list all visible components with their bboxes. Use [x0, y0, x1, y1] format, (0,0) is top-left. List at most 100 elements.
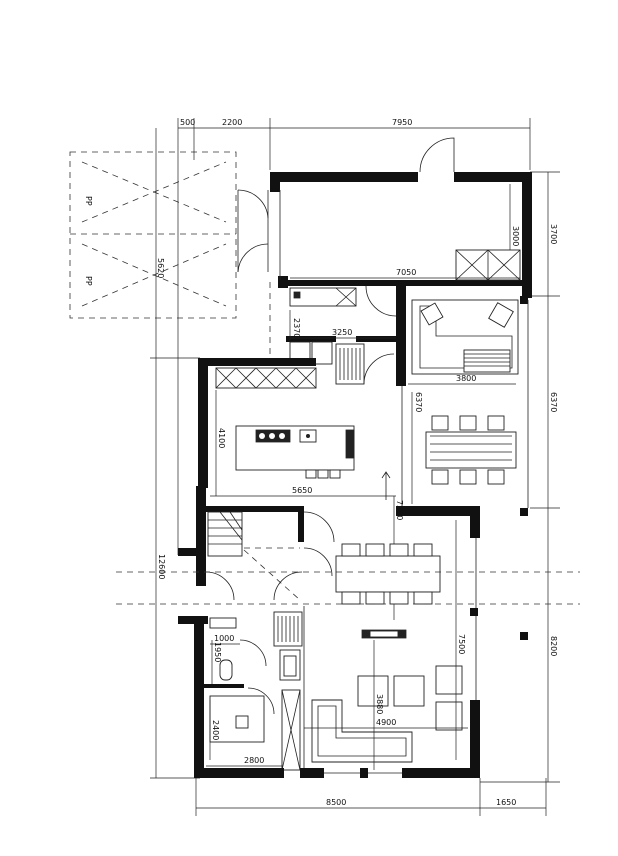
window-mullion: [360, 768, 368, 778]
lower-chair-b3: [389, 591, 409, 605]
sitting-wall-bottom: [396, 506, 480, 516]
ottoman-1: [357, 675, 389, 707]
island-end: [345, 429, 355, 459]
dim-living-3800: 3800: [456, 374, 476, 383]
dining-chair-b3: [487, 469, 505, 485]
fireplace-opening: [369, 630, 399, 638]
hall-door-swing-3: [205, 571, 235, 601]
hall-door-swing-2: [303, 547, 333, 577]
cooktop-burner-1: [259, 433, 265, 439]
exterior-bottom: [196, 768, 480, 778]
utility-counter: [289, 287, 357, 307]
coffee-table-lines: [464, 353, 510, 367]
lower-chair-b2: [365, 591, 385, 605]
office-door-swing: [247, 687, 275, 715]
stairs: [207, 511, 243, 557]
coat-closet: [273, 611, 303, 647]
stairs-small: [335, 343, 365, 385]
dining-chair-b2: [459, 469, 477, 485]
wc-wall-top-stub: [178, 616, 208, 624]
bar-stool-1: [305, 469, 317, 479]
kitchen-wall-left: [198, 358, 208, 488]
living-wall-right-top: [470, 508, 480, 538]
dim-right-8200: 8200: [549, 636, 558, 656]
parking-1-diagonal-2: [81, 161, 227, 223]
hall-wall-right: [298, 506, 304, 542]
column-3: [520, 632, 528, 640]
utility-door-swing-2: [365, 285, 397, 317]
stairs-treads: [208, 511, 243, 545]
lower-chair-b1: [341, 591, 361, 605]
kitchen-sink-drain: [306, 434, 310, 438]
wc-wall-bottom: [204, 684, 244, 688]
wall-bottom-right: [402, 768, 480, 778]
garage-wall-top-right: [454, 172, 532, 182]
dim-kitchen-4100: 4100: [217, 428, 226, 448]
dim-wc-1950: 1950: [213, 642, 222, 662]
dim-carport-5620: 5620: [156, 258, 165, 278]
dim-right-3700: 3700: [549, 224, 558, 244]
living-wall-right-bottom: [470, 700, 480, 778]
lower-chair-t2: [365, 543, 385, 557]
dim-top-500: 500: [180, 118, 195, 127]
dim-bottom-8500: 8500: [326, 798, 346, 807]
parking-label-2: PP: [84, 276, 93, 286]
utility-sink: [293, 291, 301, 299]
hall: 7200: [178, 486, 404, 620]
utility-wall-bottom-right: [356, 336, 400, 342]
hall-door-swing-1: [303, 511, 335, 543]
dining-chair-t2: [459, 415, 477, 431]
dim-left-12600: 12600: [157, 554, 166, 579]
parking-2-diagonal-2: [81, 243, 227, 307]
garage-door-swing: [419, 137, 455, 173]
dining-chair-b1: [431, 469, 449, 485]
parking-label-1: PP: [84, 196, 93, 206]
dining-table-lines: [430, 435, 512, 461]
sitting-wall-left: [396, 286, 406, 386]
dining-table-lower: [335, 555, 441, 593]
stairs-small-treads: [339, 348, 361, 380]
utility-x2: [335, 287, 357, 307]
wc-sink: [209, 617, 237, 629]
hall-wall-top: [206, 506, 304, 512]
hall-wall-stub: [178, 548, 200, 556]
column-1: [520, 508, 528, 516]
entry-door-swing-1: [237, 189, 269, 219]
sofa: [311, 699, 413, 763]
dim-top-7950: 7950: [392, 118, 412, 127]
living-room: 7500 3880 4900: [303, 508, 528, 778]
wall-bottom-mid: [300, 768, 324, 778]
kitchen-island: [235, 425, 355, 471]
entry-door-swing-2: [237, 243, 269, 273]
dim-garage-3000: 3000: [511, 226, 520, 246]
lower-chair-t1: [341, 543, 361, 557]
hall-door-swing-4: [273, 571, 303, 601]
hall-wall-left: [196, 486, 206, 586]
dim-utility-3250: 3250: [332, 328, 352, 337]
garage-wall-bottom-left-stub: [278, 276, 288, 288]
living-column-right: [470, 608, 478, 616]
dim-living-3880: 3880: [375, 694, 384, 714]
dining-table-upper: [425, 431, 517, 469]
dining-chair-t3: [487, 415, 505, 431]
hall-dash-2: [243, 549, 301, 601]
toilet: [219, 659, 233, 681]
office-chair: [235, 715, 249, 729]
kitchen-counter-back-x: [215, 367, 317, 389]
column-2: [520, 296, 528, 304]
utility-wall-bottom-left: [286, 336, 336, 342]
cooktop-burner-3: [279, 433, 285, 439]
right-dimensions: 3700 6370 8200: [480, 171, 560, 783]
kitchen: 4100 5650: [198, 358, 396, 500]
sitting-room: 3800 6370: [396, 286, 529, 516]
dim-office-2400: 2400: [211, 720, 220, 740]
garage-wall-right: [522, 172, 532, 298]
left-dimension: 12600: [150, 357, 200, 779]
lower-chair-t3: [389, 543, 409, 557]
garage-cabinet-x2: [455, 249, 489, 281]
coffee-table: [463, 349, 511, 373]
dim-garage-7050: 7050: [396, 268, 416, 277]
office-storage-x2: [281, 689, 301, 771]
armchair-2: [435, 701, 463, 731]
